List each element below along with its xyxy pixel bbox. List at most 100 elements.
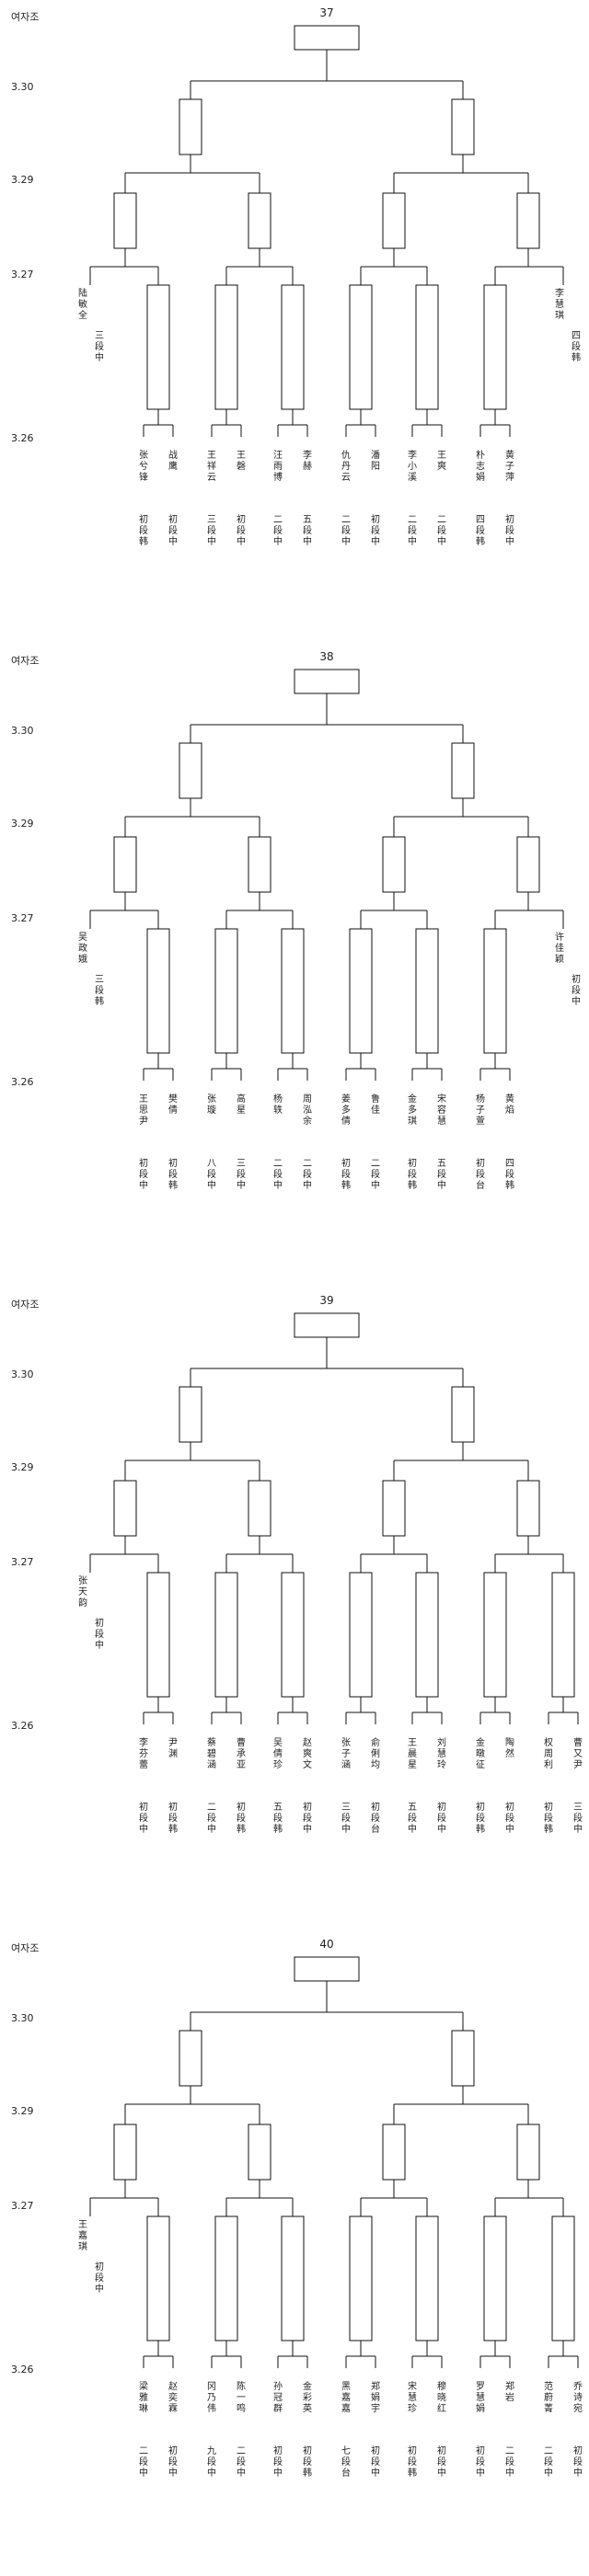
bracket-names: 张兮锋初段韩战鹰初段中王祥云三段中王磬初段中汪雨博二段中李赫五段中仇丹云二段中潘… (78, 287, 581, 547)
date-326: 3.26 (11, 1076, 34, 1088)
player-name: 王祥云 (207, 451, 216, 483)
round1-box (146, 1572, 170, 1698)
player-name: 冈乃伟 (207, 2381, 216, 2414)
player-name: 穆晓红 (437, 2380, 446, 2414)
date-330: 3.30 (11, 2012, 34, 2024)
date-329: 3.29 (11, 174, 34, 186)
player-name: 赵奕霖 (168, 2380, 178, 2414)
bye-player-name: 陆敏全 (78, 287, 87, 321)
bye-player-rank: 四段韩 (572, 331, 581, 363)
date-327: 3.27 (11, 269, 34, 280)
player-name: 金多琪 (408, 1093, 417, 1127)
quarterfinal-box (516, 192, 540, 249)
round1-box (551, 2215, 575, 2341)
round1-box (214, 2215, 238, 2341)
player-name: 李小溪 (408, 449, 417, 483)
bracket-section-4: 여자조 40 3.30 3.29 3.27 3.26 梁雅琳二段中赵奕霖初段中冈… (0, 1931, 589, 2575)
player-rank: 初段中 (371, 513, 380, 547)
player-name: 张子涵 (341, 1737, 351, 1770)
player-rank: 四段韩 (505, 1159, 514, 1191)
player-rank: 三段中 (341, 1803, 351, 1835)
quarterfinal-box (248, 1480, 271, 1537)
date-327: 3.27 (11, 1556, 34, 1568)
player-rank: 二段中 (544, 2446, 553, 2479)
quarterfinal-box (113, 192, 137, 249)
player-name: 郑娟宇 (371, 2380, 380, 2414)
group-label: 여자조 (11, 11, 39, 23)
player-rank: 三段中 (237, 1159, 246, 1191)
quarterfinal-box (248, 836, 271, 893)
player-rank: 二段中 (408, 515, 417, 547)
player-name: 俞俐均 (371, 1736, 380, 1770)
date-326: 3.26 (11, 1720, 34, 1732)
player-rank: 初段韩 (168, 1801, 178, 1835)
quarterfinal-box (113, 836, 137, 893)
player-name: 张璇 (207, 1093, 216, 1116)
date-329: 3.29 (11, 2105, 34, 2117)
player-rank: 二段中 (505, 2446, 514, 2479)
quarterfinal-box (113, 1480, 137, 1537)
round1-box (415, 928, 439, 1054)
bracket-tree (89, 1312, 579, 1724)
quarterfinal-box (113, 2124, 137, 2181)
quarterfinal-box (516, 836, 540, 893)
player-rank: 二段中 (139, 2446, 148, 2479)
round1-box (349, 284, 373, 410)
round1-box (214, 1572, 238, 1698)
player-rank: 初段韩 (408, 2444, 417, 2479)
player-name: 孙冠群 (273, 2380, 283, 2414)
player-rank: 初段中 (237, 513, 246, 547)
player-name: 宋慧珍 (408, 2380, 417, 2414)
player-name: 刘慧玲 (437, 1737, 446, 1770)
player-rank: 初段中 (573, 2444, 583, 2479)
quarterfinal-box (382, 192, 406, 249)
quarterfinal-box (248, 192, 271, 249)
player-name: 李赫 (303, 449, 312, 472)
round1-box (281, 1572, 305, 1698)
player-rank: 五段韩 (273, 1803, 283, 1835)
player-name: 战鹰 (168, 450, 178, 472)
semifinal-box (451, 742, 475, 799)
player-rank: 二段中 (341, 515, 351, 547)
player-name: 王思尹 (139, 1094, 148, 1127)
round1-box (483, 928, 507, 1054)
player-name: 王爽 (437, 451, 446, 472)
player-rank: 初段中 (437, 2444, 446, 2479)
player-name: 鲁佳 (371, 1093, 380, 1116)
bracket-section-3: 여자조 39 3.30 3.29 3.27 3.26 李芬蕾初段中尹渊初段韩蔡碧… (0, 1288, 589, 1931)
player-rank: 初段韩 (139, 513, 148, 547)
player-name: 金暾征 (476, 1736, 485, 1770)
round1-box (146, 284, 170, 410)
player-rank: 二段中 (207, 1803, 216, 1835)
player-name: 赵爽文 (303, 1736, 312, 1770)
player-name: 李芬蕾 (139, 1736, 148, 1770)
bracket-number: 39 (319, 1294, 333, 1307)
player-rank: 二段中 (303, 1159, 312, 1191)
player-name: 张兮锋 (139, 450, 148, 483)
bracket-section-2: 여자조 38 3.30 3.29 3.27 3.26 王思尹初段中樊倩初段韩张璇… (0, 644, 589, 1288)
round1-box (483, 1572, 507, 1698)
player-rank: 初段韩 (168, 1157, 178, 1191)
player-rank: 初段中 (168, 2444, 178, 2479)
player-rank: 二段中 (273, 1159, 283, 1191)
round1-box (415, 2215, 439, 2341)
round1-box (551, 1572, 575, 1698)
player-rank: 初段中 (303, 1801, 312, 1835)
player-rank: 初段韩 (408, 1157, 417, 1191)
bracket-number: 40 (319, 1938, 333, 1951)
bracket-svg-2: 여자조 38 3.30 3.29 3.27 3.26 王思尹初段中樊倩初段韩张璇… (11, 650, 581, 1191)
player-rank: 初段台 (476, 1157, 485, 1191)
player-name: 王磬 (237, 451, 246, 472)
round1-box (214, 284, 238, 410)
player-rank: 五段中 (303, 515, 312, 547)
bye-player-name: 张天韵 (78, 1575, 87, 1609)
player-name: 王晨星 (408, 1738, 417, 1770)
player-name: 陈一鸣 (237, 2380, 246, 2414)
bracket-tree (89, 1956, 579, 2368)
player-name: 杨子萱 (476, 1093, 485, 1127)
bye-player-name: 吴政娥 (78, 932, 87, 965)
round1-box (349, 928, 373, 1054)
player-name: 乔诗宛 (573, 2381, 583, 2414)
player-rank: 三段中 (573, 1803, 583, 1835)
player-rank: 初段韩 (341, 1157, 351, 1191)
